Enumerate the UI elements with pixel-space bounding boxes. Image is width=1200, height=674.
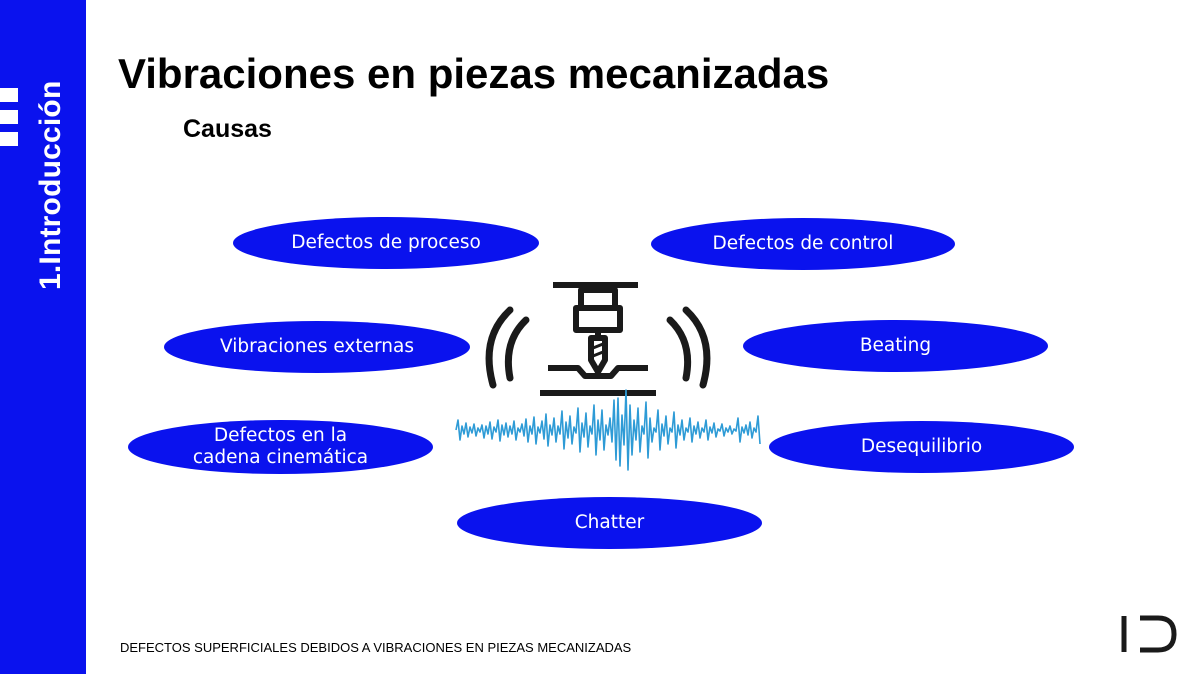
cause-defectos-de-proceso: Defectos de proceso [233, 217, 539, 269]
cause-defectos-cadena-cinematica: Defectos en la cadena cinemática [128, 420, 433, 474]
id-logo-icon [1121, 615, 1177, 653]
cnc-spindle-icon [485, 282, 711, 396]
cause-label: Vibraciones externas [220, 336, 414, 357]
cause-label: Defectos de control [712, 233, 894, 254]
sidebar-bars-icon [0, 88, 18, 154]
page-title: Vibraciones en piezas mecanizadas [118, 50, 830, 97]
vibration-waveform-icon [455, 389, 761, 471]
page-subtitle: Causas [183, 115, 272, 143]
cause-label-line1: Defectos en la [213, 425, 348, 446]
cause-vibraciones-externas: Vibraciones externas [164, 321, 470, 373]
cause-label: Beating [859, 335, 932, 356]
cause-chatter: Chatter [457, 497, 762, 549]
section-label: 1.Introducción [34, 80, 67, 290]
footer-text: DEFECTOS SUPERFICIALES DEBIDOS A VIBRACI… [120, 640, 632, 655]
cause-label-line2: cadena cinemática [192, 447, 369, 468]
cause-defectos-de-control: Defectos de control [651, 218, 955, 270]
cause-label: Chatter [574, 512, 645, 533]
cause-desequilibrio: Desequilibrio [769, 421, 1074, 473]
cnc-vibration-illustration [455, 282, 761, 471]
cause-label: Defectos de proceso [291, 232, 481, 253]
cause-label: Desequilibrio [860, 436, 983, 457]
sidebar: 1.Introducción [0, 0, 86, 674]
cause-beating: Beating [743, 320, 1048, 372]
